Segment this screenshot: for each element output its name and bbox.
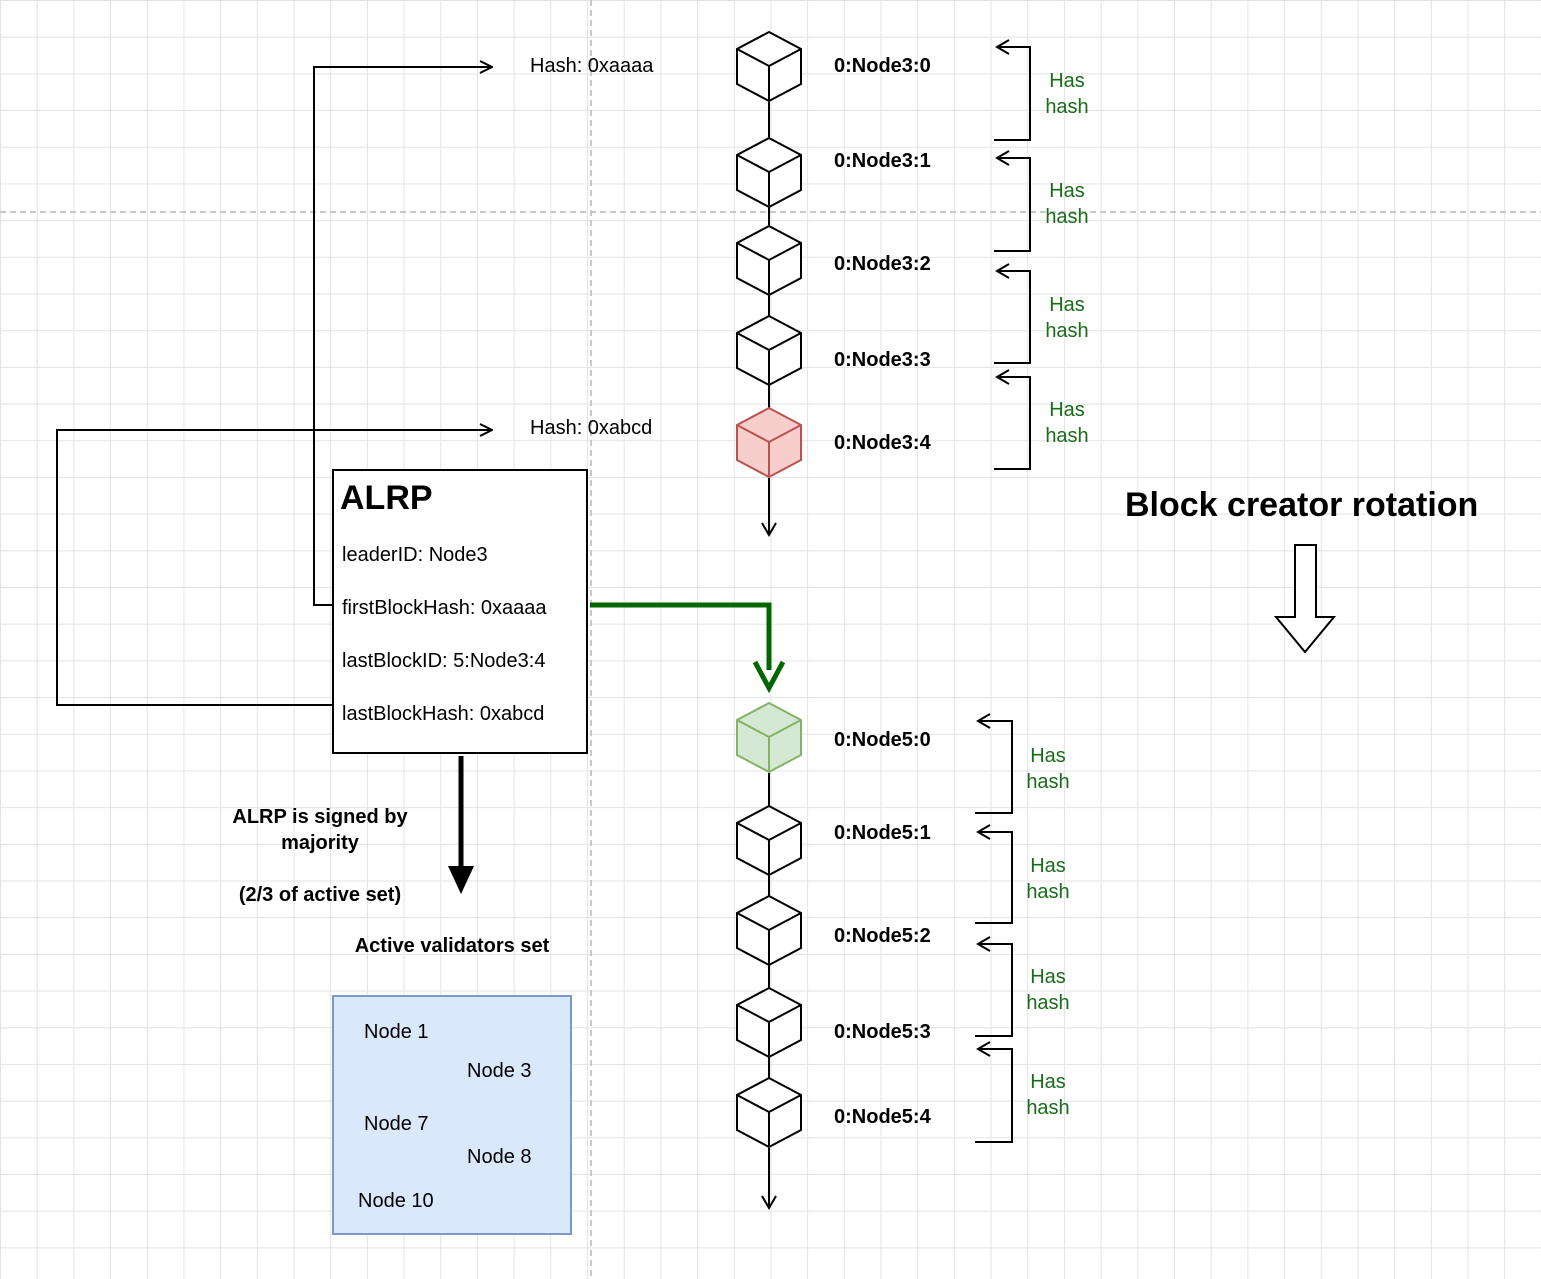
bracket-group-bottom	[975, 713, 1013, 1143]
alrp-first-block-hash-field: firstBlockHash: 0xaaaa	[342, 597, 547, 619]
hash-label-mid: Hash: 0xabcd	[530, 417, 653, 439]
has-hash-text: Has hash	[1045, 294, 1089, 342]
chain-tail-head	[761, 522, 777, 537]
validator-node: Node 7	[364, 1113, 429, 1135]
has-hash-text: Has hash	[1045, 180, 1089, 228]
bracket-arrow	[976, 1041, 991, 1057]
green-arrow-head	[752, 660, 786, 694]
has-hash-text: Has hash	[1026, 855, 1070, 903]
bracket-arrow	[976, 824, 991, 840]
has-hash-bracket	[975, 831, 1013, 924]
has-hash-bracket	[994, 157, 1031, 252]
hash-label-top: Hash: 0xaaaa	[530, 55, 654, 77]
block-label: 0:Node5:3	[834, 1021, 931, 1043]
block-label: 0:Node3:2	[834, 253, 931, 275]
block-cube	[736, 1076, 802, 1149]
block-cube	[736, 314, 802, 387]
cube-layer	[736, 30, 802, 1149]
has-hash-bracket	[994, 270, 1031, 364]
block-cube	[736, 804, 802, 877]
has-hash-text: Has hash	[1026, 1071, 1070, 1119]
first-hash-connector	[313, 67, 492, 606]
has-hash-text: Has hash	[1045, 70, 1089, 118]
has-hash-bracket	[994, 46, 1031, 141]
block-cube	[736, 136, 802, 209]
chain-tail-head	[761, 1195, 777, 1210]
alrp-title: ALRP	[340, 479, 433, 517]
has-hash-bracket	[975, 943, 1013, 1037]
block-label: 0:Node3:0	[834, 55, 931, 77]
validators-title: Active validators set	[354, 935, 550, 957]
bracket-arrow	[995, 39, 1010, 55]
block-label: 0:Node3:4	[834, 432, 931, 454]
signed-note-line2: (2/3 of active set)	[238, 884, 402, 906]
green-rotation-arrow	[590, 602, 772, 670]
block-label: 0:Node5:2	[834, 925, 931, 947]
block-label: 0:Node5:1	[834, 822, 931, 844]
validator-node: Node 1	[364, 1021, 429, 1043]
has-hash-bracket	[975, 720, 1013, 814]
bracket-arrow	[995, 150, 1010, 166]
alrp-last-block-hash-field: lastBlockHash: 0xabcd	[342, 703, 545, 725]
block-cube	[736, 894, 802, 967]
has-hash-bracket	[994, 376, 1031, 470]
has-hash-bracket	[975, 1048, 1013, 1143]
validators-box: Node 1 Node 3 Node 7 Node 8 Node 10	[332, 995, 572, 1235]
block-cube	[736, 986, 802, 1059]
last-hash-connector	[56, 430, 492, 706]
block-cube	[736, 224, 802, 297]
block-cube	[736, 406, 802, 479]
alrp-leader-field: leaderID: Node3	[342, 544, 488, 566]
alrp-box: ALRP leaderID: Node3 firstBlockHash: 0xa…	[332, 469, 588, 754]
block-cube	[736, 701, 802, 774]
bracket-arrow	[995, 263, 1010, 279]
alrp-last-block-id-field: lastBlockID: 5:Node3:4	[342, 650, 546, 672]
signed-note-line1: ALRP is signed by majority	[232, 806, 408, 854]
bracket-arrow	[976, 936, 991, 952]
bracket-arrow	[976, 713, 991, 729]
block-label: 0:Node5:4	[834, 1106, 931, 1128]
rotation-arrow	[1273, 544, 1337, 654]
bracket-group-top	[994, 39, 1031, 470]
bracket-arrow	[995, 369, 1010, 385]
block-label: 0:Node5:0	[834, 729, 931, 751]
validator-node: Node 3	[467, 1060, 532, 1082]
validator-node: Node 8	[467, 1146, 532, 1168]
block-label: 0:Node3:3	[834, 349, 931, 371]
block-cube	[736, 30, 802, 103]
signed-arrow-head	[448, 866, 474, 894]
validator-node: Node 10	[358, 1190, 434, 1212]
has-hash-text: Has hash	[1026, 745, 1070, 793]
block-label: 0:Node3:1	[834, 150, 931, 172]
rotation-title: Block creator rotation	[1125, 486, 1479, 524]
has-hash-text: Has hash	[1026, 966, 1070, 1014]
has-hash-text: Has hash	[1045, 399, 1089, 447]
